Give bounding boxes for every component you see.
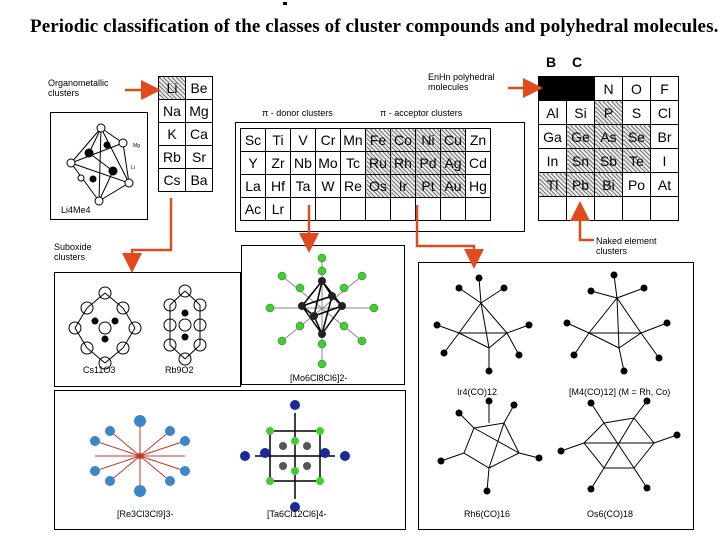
arrow-naked (570, 201, 594, 242)
organometallic-inset: Mg Li Li4Me4 (50, 112, 148, 220)
transition_table-cell (290, 197, 316, 221)
pblock_table-cell (650, 196, 679, 221)
pblock_table-cell: O (622, 76, 651, 101)
arrow-suboxide (122, 198, 173, 273)
pblock_table-cell: Se (622, 124, 651, 149)
ta6-structure (240, 400, 350, 512)
os6co18-caption: Os6(CO)18 (587, 509, 634, 519)
carbonyl-panel: Ir4(CO)12 [M4(CO)12] (M = Rh, Co) Rh6(CO… (418, 262, 694, 530)
alkali_table-cell: Ba (185, 168, 213, 192)
title-dot (283, 2, 287, 5)
suboxide-structures (68, 284, 207, 370)
transition_table-cell: Mn (340, 128, 366, 152)
ta6-caption: [Ta6Cl12Cl6]4- (267, 509, 327, 519)
pi-acceptor-label: π - acceptor clusters (380, 108, 463, 118)
pblock_table-cell: Sn (566, 148, 595, 173)
re3-caption: [Re3Cl3Cl9]3- (117, 509, 174, 519)
li4me4-structure (66, 123, 134, 206)
pblock_table-cell: Cl (650, 100, 679, 125)
transition_table-cell: Y (240, 151, 266, 175)
marker-b: B (546, 54, 557, 70)
transition_table-cell: Ru (365, 151, 391, 175)
re3-structure (90, 415, 190, 497)
transition_table-cell: Tc (340, 151, 366, 175)
m4co12-caption: [M4(CO)12] (M = Rh, Co) (569, 387, 671, 397)
pblock_table-cell (566, 76, 595, 101)
rh6co16-caption: Rh6(CO)16 (464, 509, 511, 519)
li4me4-caption: Li4Me4 (61, 205, 91, 215)
alkali_table-cell: Mg (185, 99, 213, 123)
ir4co12-caption: Ir4(CO)12 (457, 387, 498, 397)
transition_table-cell: Ir (390, 174, 416, 198)
transition_table-cell: V (290, 128, 316, 152)
suboxide-label: Suboxide clusters (54, 242, 92, 262)
transition_table-cell: Co (390, 128, 416, 152)
pblock_table-cell: Te (622, 148, 651, 173)
pblock_table-cell: P (594, 100, 623, 125)
transition_table-cell (390, 197, 416, 221)
suboxide-panel: Cs11O3 Rb9O2 (54, 272, 241, 387)
page-title: Periodic classification of the classes o… (30, 16, 719, 37)
naked-label: Naked element clusters (596, 236, 657, 256)
pblock_table-cell: Ga (538, 124, 567, 149)
alkali_table-cell: K (158, 122, 186, 146)
pblock_table-cell: As (594, 124, 623, 149)
transition_table-cell: Ti (265, 128, 291, 152)
organometallic-label: Organometallic clusters (48, 78, 109, 98)
transition_table-cell (465, 197, 491, 221)
inset-label-mg: Mg (133, 143, 140, 149)
alkali_table-cell: Be (185, 76, 213, 100)
rb9o2-caption: Rb9O2 (165, 365, 194, 375)
transition_table-cell: La (240, 174, 266, 198)
mo6-panel: [Mo6Cl8Cl6]2- (241, 245, 405, 385)
enhn-label: EnHn polyhedral molecules (428, 72, 495, 92)
pblock_table-cell: Pb (566, 172, 595, 197)
alkali_table-cell: Ca (185, 122, 213, 146)
transition_table-cell: Os (365, 174, 391, 198)
transition_table-cell (440, 197, 466, 221)
pblock_table-cell: At (650, 172, 679, 197)
transition_table-cell: Sc (240, 128, 266, 152)
transition_table-cell: Cd (465, 151, 491, 175)
transition_table-cell (340, 197, 366, 221)
mo6-structure (265, 253, 379, 369)
transition_table-cell: Cr (315, 128, 341, 152)
cs11o3-caption: Cs11O3 (83, 365, 116, 375)
marker-c: C (572, 54, 583, 70)
transition_table-cell: Ag (440, 151, 466, 175)
arrow-carbonyl (415, 205, 484, 269)
re3-ta6-panel: [Re3Cl3Cl9]3- [Ta6Cl12Cl6]4- (54, 390, 406, 530)
pblock_table-cell: Po (622, 172, 651, 197)
transition_table-cell: Re (340, 174, 366, 198)
transition_table-cell: Ac (240, 197, 266, 221)
pblock_table-cell: S (622, 100, 651, 125)
pi-donor-label: π - donor clusters (262, 108, 333, 118)
mo6-caption: [Mo6Cl8Cl6]2- (290, 373, 348, 383)
transition_table-cell: Ni (415, 128, 441, 152)
transition_table-cell: Cu (440, 128, 466, 152)
transition_table-cell: Hg (465, 174, 491, 198)
pblock_table-cell: Bi (594, 172, 623, 197)
transition_table-cell: Lr (265, 197, 291, 221)
carbonyl-structures (433, 271, 681, 495)
inset-label-li: Li (131, 165, 135, 171)
alkali_table-cell: Sr (185, 145, 213, 169)
pblock_table-cell: Br (650, 124, 679, 149)
pblock_table-cell: F (650, 76, 679, 101)
